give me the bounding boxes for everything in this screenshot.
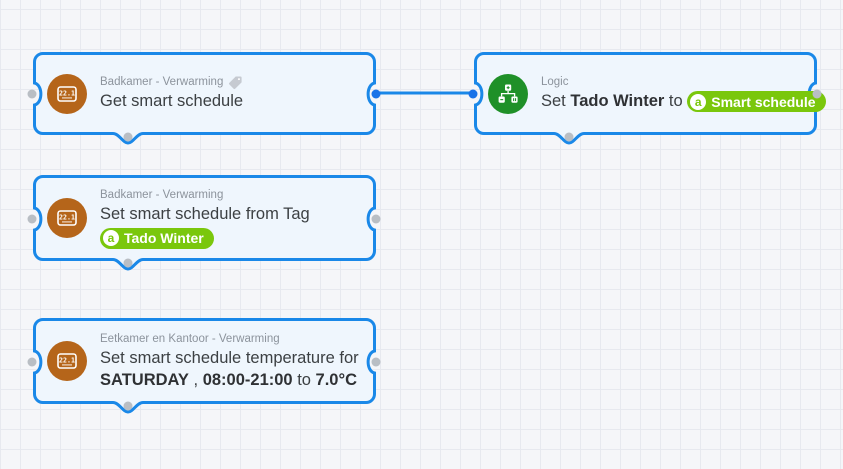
svg-text:22.1: 22.1	[59, 357, 75, 365]
sitemap-glyph	[498, 84, 518, 103]
node-title-part: to	[664, 91, 688, 110]
node-title-part: to	[292, 370, 316, 389]
node-port-right[interactable]	[371, 89, 381, 99]
thermostat-icon: 22.1	[47, 73, 87, 114]
badge-letter-icon: a	[690, 93, 707, 110]
node-title-line2: SATURDAY , 08:00-21:00 to 7.0°C	[100, 369, 359, 391]
node-title-part: 7.0°C	[315, 370, 357, 389]
node-port-left[interactable]	[27, 357, 37, 367]
node-port-bottom[interactable]	[123, 401, 133, 411]
node-title-part: Tado Winter	[570, 91, 665, 110]
node-set-smart-schedule-from-tag[interactable]: 22.1 Badkamer - Verwarming Set smart sch…	[27, 175, 381, 271]
node-shape	[474, 52, 817, 145]
node-subtitle-text: Eetkamer en Kantoor - Verwarming	[100, 332, 280, 345]
thermostat-glyph: 22.1	[57, 85, 77, 102]
node-subtitle-text: Logic	[541, 75, 569, 88]
node-title-part: Get smart schedule	[100, 92, 244, 110]
node-title-part: Set smart schedule from Tag	[100, 204, 310, 223]
svg-text:22.1: 22.1	[59, 89, 75, 97]
node-shape	[33, 52, 376, 145]
node-title-part: SATURDAY	[100, 370, 189, 389]
sitemap-icon	[488, 73, 528, 114]
node-subtitle: Logic	[541, 75, 826, 90]
node-port-right[interactable]	[371, 214, 381, 224]
node-port-left[interactable]	[468, 89, 478, 99]
badge-label: Tado Winter	[124, 230, 204, 246]
node-set-tado-winter[interactable]: Logic Set Tado Winter to a Smart schedul…	[468, 52, 826, 145]
svg-text:22.1: 22.1	[59, 214, 75, 222]
node-subtitle: Badkamer - Verwarming	[100, 188, 310, 203]
node-title-line1: Set smart schedule temperature for	[100, 347, 359, 369]
node-title-part: ,	[188, 370, 203, 389]
node-port-bottom[interactable]	[564, 132, 574, 142]
thermostat-icon: 22.1	[47, 341, 87, 381]
badge-label: Smart schedule	[711, 93, 816, 110]
badge-row: a Tado Winter	[100, 227, 310, 249]
node-port-left[interactable]	[27, 214, 37, 224]
node-port-left[interactable]	[27, 89, 37, 99]
node-set-smart-schedule-temperature[interactable]: 22.1 Eetkamer en Kantoor - Verwarming Se…	[27, 318, 381, 414]
node-title: Set smart schedule from Tag	[100, 203, 310, 225]
node-title-part: Set smart schedule temperature for	[100, 348, 359, 367]
node-port-bottom[interactable]	[123, 132, 133, 142]
status-badge[interactable]: a Smart schedule	[687, 91, 826, 113]
thermostat-glyph: 22.1	[57, 210, 77, 226]
node-title: Get smart schedule	[100, 90, 243, 112]
node-subtitle: Eetkamer en Kantoor - Verwarming	[100, 332, 359, 347]
node-port-bottom[interactable]	[123, 258, 133, 268]
node-subtitle-text: Badkamer - Verwarming	[100, 76, 224, 88]
node-title-part: Set	[541, 91, 571, 110]
node-title-part: 08:00-21:00	[202, 370, 293, 389]
badge-letter-icon: a	[103, 230, 119, 246]
node-subtitle: Badkamer - Verwarming	[100, 75, 243, 90]
node-subtitle-text: Badkamer - Verwarming	[100, 188, 224, 201]
node-shape	[33, 318, 376, 414]
status-badge[interactable]: a Tado Winter	[100, 227, 214, 249]
node-port-right[interactable]	[371, 357, 381, 367]
thermostat-icon: 22.1	[47, 198, 87, 238]
tag-icon	[228, 75, 243, 90]
node-title: Set Tado Winter to a Smart schedule	[541, 90, 826, 113]
node-port-right[interactable]	[812, 89, 822, 99]
node-get-smart-schedule[interactable]: 22.1 Badkamer - Verwarming Get smart sch…	[27, 52, 381, 145]
thermostat-glyph: 22.1	[57, 353, 77, 369]
